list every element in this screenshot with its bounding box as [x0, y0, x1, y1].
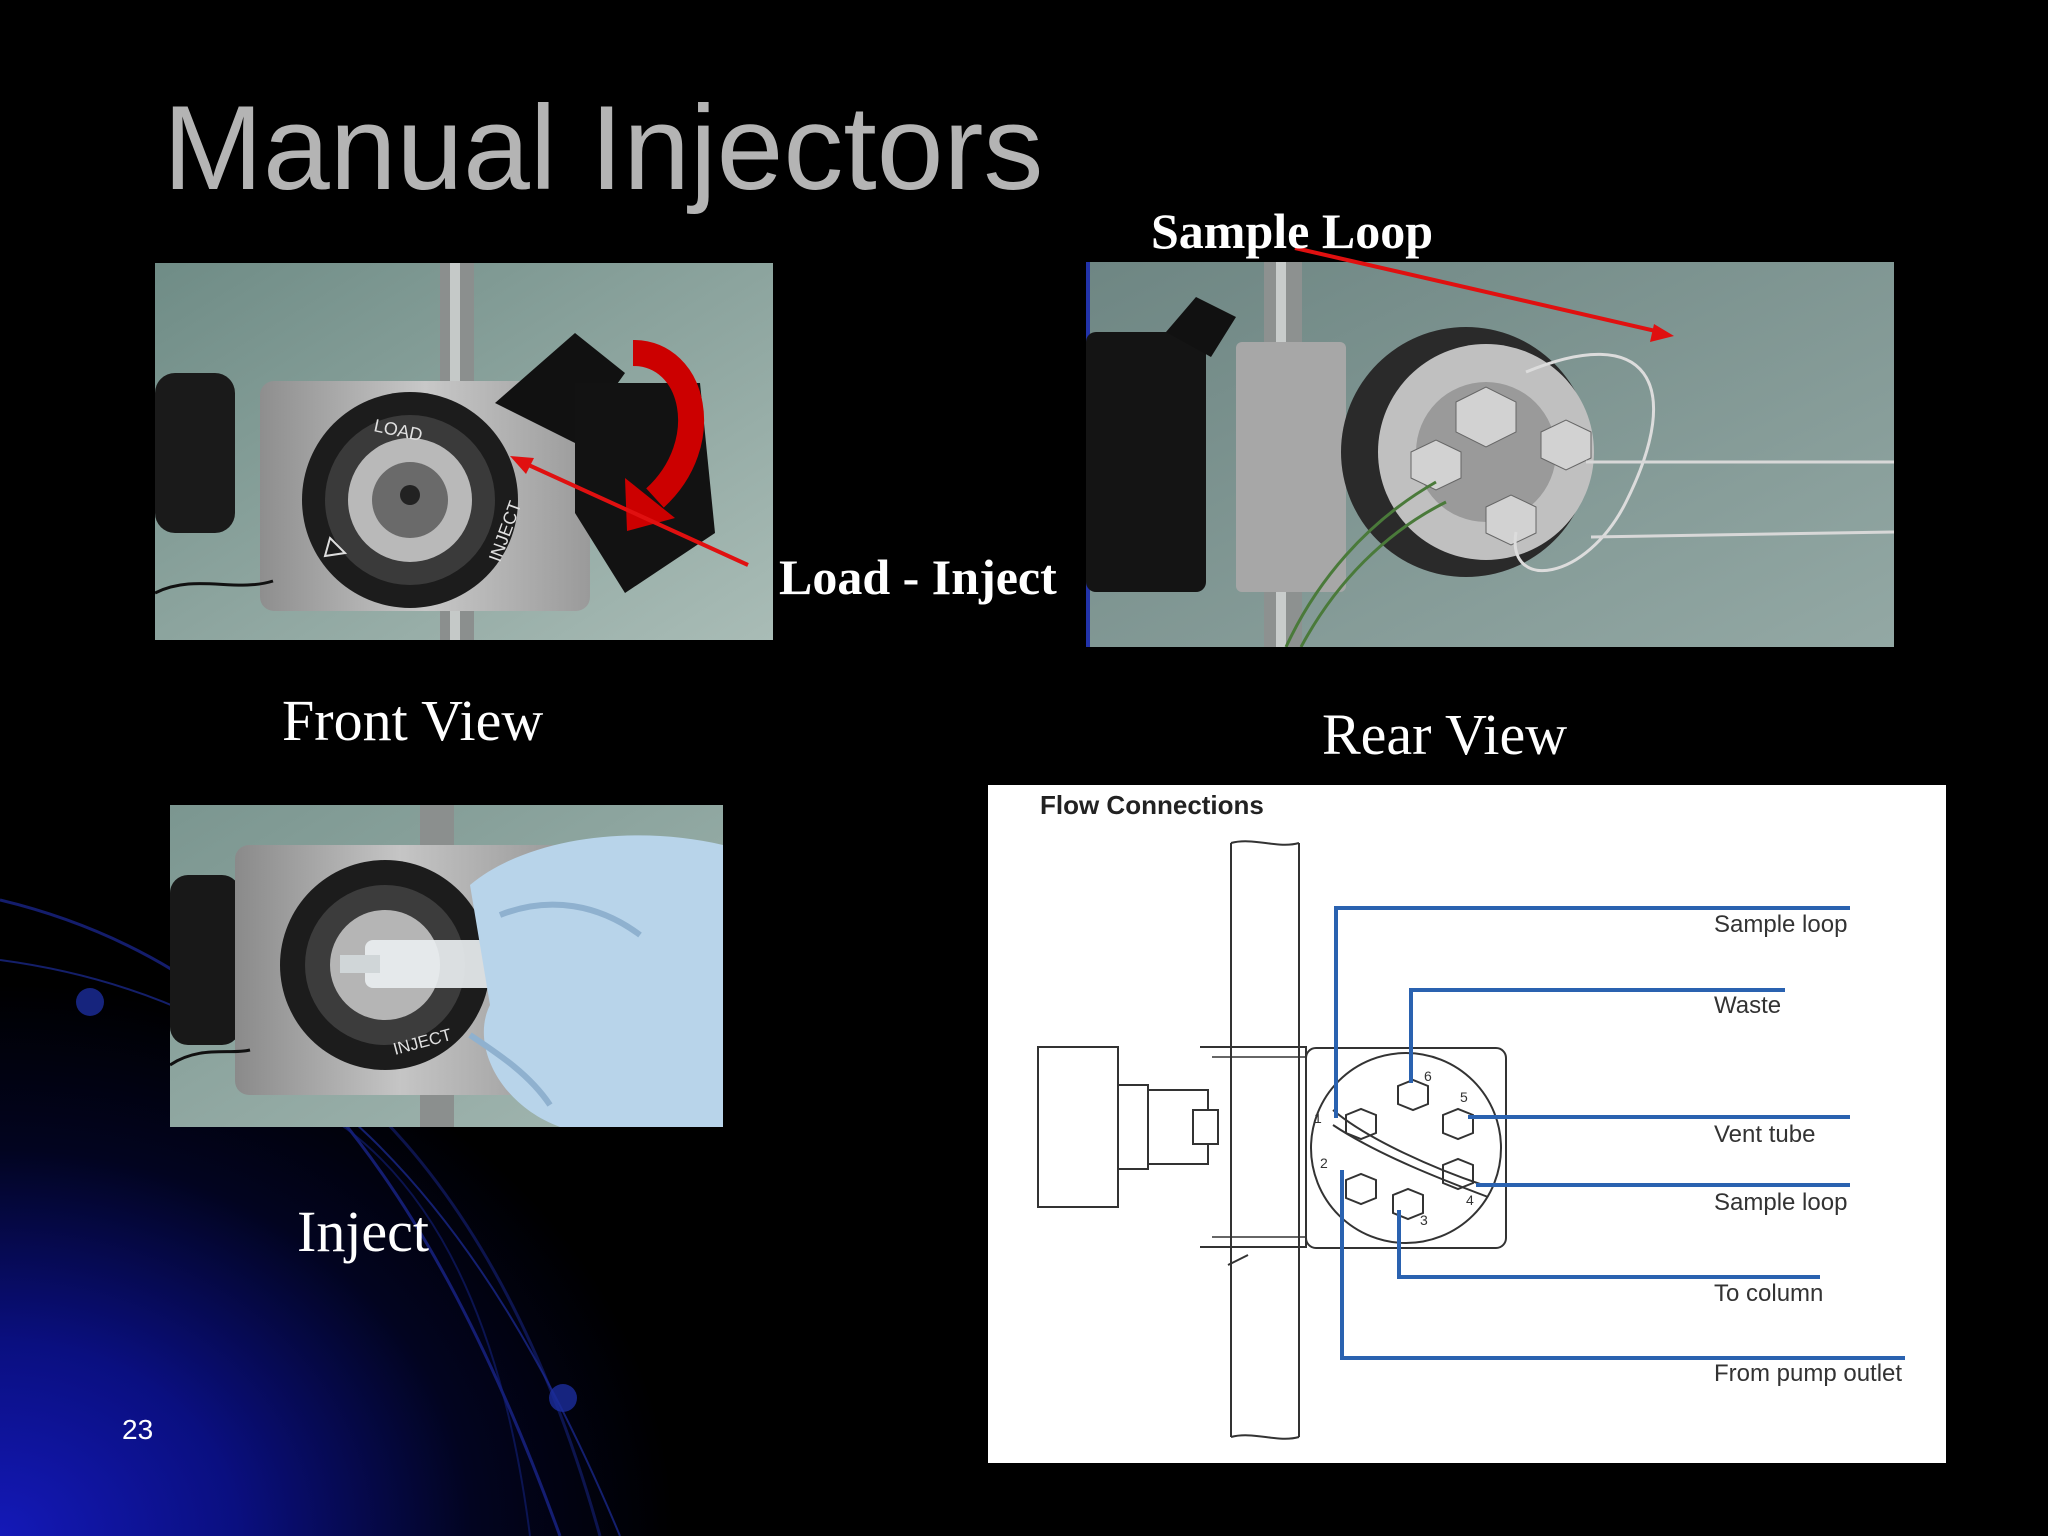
flow-line-waste	[1409, 988, 1785, 1083]
port-number-2: 2	[1320, 1155, 1328, 1171]
inject-caption: Inject	[297, 1199, 430, 1264]
load-inject-arrow	[510, 456, 749, 567]
slide-number: 23	[122, 1414, 154, 1445]
diagram-label-sample-loop-top: Sample loop	[1714, 911, 1847, 938]
front-view-photo: LOAD INJECT	[155, 263, 773, 640]
flow-line-from-pump	[1340, 1170, 1905, 1360]
diagram-label-from-pump-outlet: From pump outlet	[1714, 1360, 1902, 1387]
inject-photo: INJECT	[170, 805, 723, 1127]
flow-line-sample-loop-top	[1334, 906, 1850, 1118]
diagram-title: Flow Connections	[1040, 790, 1264, 820]
diagram-label-waste: Waste	[1714, 992, 1781, 1019]
sample-loop-callout: Sample Loop	[1151, 203, 1434, 259]
load-inject-callout: Load - Inject	[779, 549, 1057, 605]
diagram-label-sample-loop-bottom: Sample loop	[1714, 1189, 1847, 1216]
diagram-label-to-column: To column	[1714, 1280, 1823, 1307]
rear-view-photo	[1086, 262, 1894, 647]
front-view-caption: Front View	[282, 688, 544, 753]
diagram-label-vent-tube: Vent tube	[1714, 1121, 1815, 1148]
slide-title: Manual Injectors	[163, 81, 1044, 215]
sample-loop-arrow	[1294, 246, 1674, 342]
flow-connections-diagram: Flow Connections 1 2 3 4	[988, 785, 1946, 1463]
port-number-3: 3	[1420, 1212, 1428, 1228]
port-number-6: 6	[1424, 1068, 1432, 1084]
flow-line-to-column	[1397, 1210, 1820, 1279]
port-number-1: 1	[1314, 1110, 1322, 1126]
port-number-5: 5	[1460, 1089, 1468, 1105]
port-number-4: 4	[1466, 1192, 1474, 1208]
rear-view-caption: Rear View	[1322, 702, 1568, 767]
